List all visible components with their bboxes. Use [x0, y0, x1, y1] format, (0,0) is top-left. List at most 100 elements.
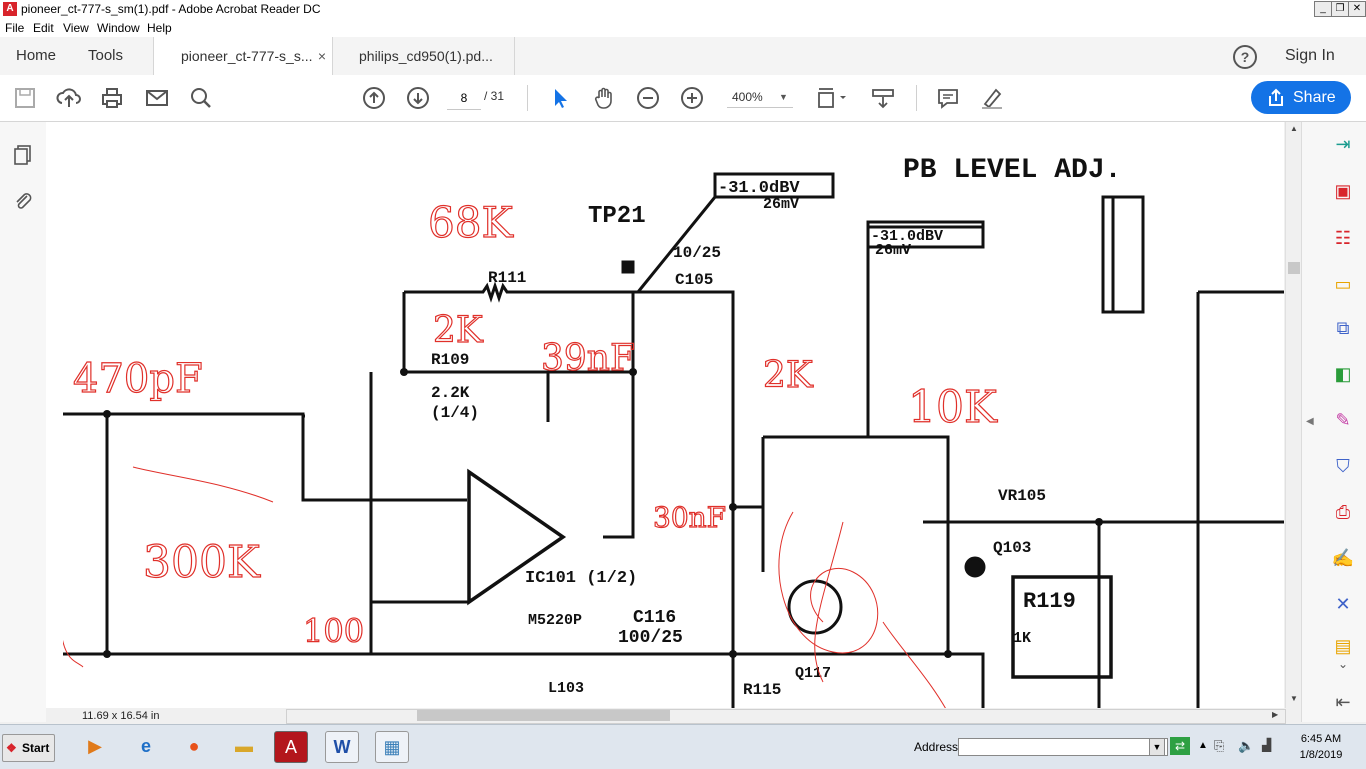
- internet-explorer-icon[interactable]: e: [140, 736, 151, 756]
- organize-pages-icon[interactable]: ☷: [1334, 228, 1352, 248]
- help-icon[interactable]: ?: [1233, 45, 1257, 69]
- doc-label: PB LEVEL ADJ.: [903, 155, 1121, 186]
- close-window-button[interactable]: ✕: [1348, 1, 1366, 17]
- file-explorer-icon[interactable]: ▬: [235, 736, 253, 756]
- scroll-up-icon[interactable]: ▲: [1290, 124, 1298, 133]
- scroll-mode-icon[interactable]: [870, 85, 896, 111]
- scroll-thumb[interactable]: [1288, 262, 1300, 274]
- minimize-button[interactable]: _: [1314, 1, 1332, 17]
- fit-page-icon[interactable]: [815, 85, 846, 111]
- protect-icon[interactable]: ⛉: [1336, 456, 1350, 476]
- select-cursor-icon[interactable]: [547, 85, 573, 111]
- collapse-right-icon[interactable]: ◀: [1306, 416, 1314, 427]
- tab-home[interactable]: Home: [16, 47, 57, 64]
- combine-files-icon[interactable]: ⧉: [1336, 318, 1350, 338]
- sign-icon[interactable]: ✍: [1331, 548, 1355, 568]
- window-title: pioneer_ct-777-s_sm(1).pdf - Adobe Acrob…: [21, 2, 321, 16]
- scroll-down-icon[interactable]: ▼: [1290, 694, 1298, 703]
- menu-view[interactable]: View: [63, 21, 89, 35]
- annotation: 300K: [143, 537, 261, 588]
- tab-bar: Home Tools pioneer_ct-777-s_s... × phili…: [0, 37, 1366, 76]
- tab-close-icon[interactable]: ×: [317, 48, 326, 64]
- share-label: Share: [1293, 89, 1336, 106]
- annotation: 39nF: [541, 338, 635, 379]
- doc-label: (1/4): [431, 404, 479, 422]
- start-button[interactable]: ❖ Start: [2, 734, 55, 762]
- firefox-icon[interactable]: ●: [188, 736, 200, 756]
- print-icon[interactable]: [99, 85, 125, 111]
- annotation: 2K: [433, 310, 484, 351]
- scroll-right-icon[interactable]: ▶: [1272, 710, 1279, 719]
- send-for-signature-icon[interactable]: ⎙: [1335, 502, 1351, 522]
- annotation: 470pF: [73, 356, 203, 402]
- doc-label: R111: [488, 269, 526, 287]
- fill-sign-icon[interactable]: ✎: [1335, 410, 1351, 430]
- schematic-drawing: PB LEVEL ADJ. -31.0dBV 26mV -31.0dBV 26m…: [46, 155, 1284, 709]
- address-input[interactable]: [958, 738, 1168, 756]
- document-viewport[interactable]: PB LEVEL ADJ. -31.0dBV 26mV -31.0dBV 26m…: [46, 122, 1284, 709]
- zoom-value: 400%: [732, 90, 763, 104]
- comment-tool-icon[interactable]: ▭: [1334, 274, 1352, 294]
- annotation: 10K: [908, 382, 998, 433]
- export-pdf-icon[interactable]: ⇥: [1335, 134, 1351, 154]
- sign-in-link[interactable]: Sign In: [1285, 47, 1335, 64]
- doc-label: 26mV: [875, 242, 911, 259]
- page-thumbnails-icon[interactable]: [12, 144, 34, 166]
- tray-expand-icon[interactable]: ▲: [1198, 740, 1208, 751]
- doc-label: 10/25: [673, 244, 721, 262]
- tab-tools[interactable]: Tools: [88, 47, 124, 64]
- go-icon[interactable]: ⇄: [1170, 737, 1190, 755]
- zoom-select[interactable]: 400% ▼: [727, 87, 793, 108]
- zoom-in-icon[interactable]: [679, 85, 705, 111]
- collapse-panel-icon[interactable]: ⇤: [1335, 692, 1351, 712]
- image-viewer-icon[interactable]: ▦: [375, 731, 409, 763]
- acrobat-task-icon[interactable]: A: [274, 731, 308, 763]
- upload-icon[interactable]: [56, 85, 82, 111]
- menu-help[interactable]: Help: [147, 21, 172, 35]
- doc-label: VR105: [998, 487, 1046, 505]
- doc-label: 1K: [1013, 630, 1031, 647]
- next-page-icon[interactable]: [405, 85, 431, 111]
- clock-date[interactable]: 1/8/2019: [1299, 749, 1343, 761]
- menu-file[interactable]: File: [5, 21, 25, 35]
- chevron-down-icon[interactable]: ▼: [1149, 738, 1165, 756]
- doc-label: L103: [548, 680, 584, 697]
- chevron-down-icon[interactable]: ⌄: [1337, 657, 1349, 671]
- doc-label: M5220P: [528, 612, 582, 629]
- highlight-pen-icon[interactable]: [979, 85, 1005, 111]
- doc-label: C105: [675, 271, 713, 289]
- search-icon[interactable]: [188, 85, 214, 111]
- windows-logo-icon: ❖: [6, 741, 17, 755]
- comment-icon[interactable]: [935, 85, 961, 111]
- doc-label: C116: [633, 608, 676, 628]
- horizontal-scroll-thumb[interactable]: [417, 710, 670, 721]
- network-tray-icon[interactable]: ⎘: [1214, 738, 1225, 753]
- attachment-icon[interactable]: [12, 190, 34, 212]
- vertical-scrollbar[interactable]: ▲ ▼: [1285, 122, 1302, 709]
- zoom-out-icon[interactable]: [635, 85, 661, 111]
- share-button[interactable]: Share: [1251, 81, 1351, 114]
- left-nav-panel: ◀: [0, 122, 55, 722]
- page-number-input[interactable]: [447, 87, 481, 110]
- more-tools-icon[interactable]: ▤: [1334, 636, 1352, 656]
- media-player-icon[interactable]: ▶: [88, 736, 102, 756]
- toolbar-divider: [916, 85, 917, 111]
- menu-window[interactable]: Window: [97, 21, 140, 35]
- tab-pioneer-doc[interactable]: pioneer_ct-777-s_s... ×: [153, 37, 333, 76]
- menu-edit[interactable]: Edit: [33, 21, 54, 35]
- signal-icon[interactable]: ▟: [1262, 738, 1272, 752]
- volume-icon[interactable]: 🔈: [1238, 738, 1255, 753]
- save-icon[interactable]: [12, 85, 38, 111]
- restore-button[interactable]: ❐: [1331, 1, 1349, 17]
- pdf-page: PB LEVEL ADJ. -31.0dBV 26mV -31.0dBV 26m…: [46, 122, 1284, 709]
- measure-icon[interactable]: ✕: [1335, 594, 1351, 614]
- word-icon[interactable]: W: [325, 731, 359, 763]
- hand-tool-icon[interactable]: [591, 85, 617, 111]
- tab-philips-doc[interactable]: philips_cd950(1).pd...: [332, 37, 515, 75]
- email-icon[interactable]: [144, 85, 170, 111]
- compress-pdf-icon[interactable]: ◧: [1334, 364, 1352, 384]
- clock-time[interactable]: 6:45 AM: [1300, 733, 1342, 745]
- create-pdf-icon[interactable]: ▣: [1334, 181, 1352, 201]
- doc-label: R109: [431, 351, 469, 369]
- previous-page-icon[interactable]: [361, 85, 387, 111]
